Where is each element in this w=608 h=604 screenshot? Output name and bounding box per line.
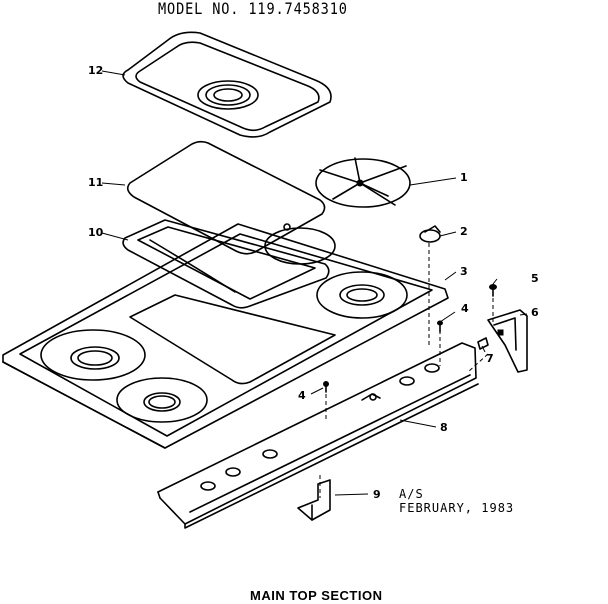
revision-code: A/S (399, 487, 424, 501)
part-8-control-panel (157, 342, 479, 529)
part-9-support-bracket (297, 479, 331, 521)
callout-9: 9 (373, 488, 381, 501)
callout-4-upper: 4 (461, 302, 469, 315)
part-6-bracket (487, 309, 528, 373)
diagram-caption: MAIN TOP SECTION (250, 588, 383, 603)
part-5-screw (489, 284, 497, 297)
callout-5: 5 (531, 272, 539, 285)
callout-3: 3 (460, 265, 468, 278)
part-2-knob (419, 225, 441, 243)
revision-date: FEBRUARY, 1983 (399, 501, 515, 515)
part-1-burner-grate (315, 157, 411, 208)
part-7-clip (477, 337, 489, 350)
part-4-screw-upper (437, 320, 443, 333)
part-3-cooktop (2, 223, 449, 449)
callout-8: 8 (440, 421, 448, 434)
callout-10: 10 (88, 226, 104, 239)
callout-6: 6 (531, 306, 539, 319)
callout-1: 1 (460, 171, 468, 184)
revision-note: A/S FEBRUARY, 1983 (399, 487, 514, 515)
part-4-screw-lower (323, 381, 329, 393)
callout-12: 12 (88, 64, 104, 77)
part-10-lower-tray (122, 219, 330, 309)
callout-11: 11 (88, 176, 104, 189)
callout-7: 7 (486, 352, 494, 365)
part-12-grate-tray (122, 31, 332, 138)
callout-2: 2 (460, 225, 468, 238)
model-number: MODEL NO. 119.7458310 (158, 0, 348, 18)
callout-4-lower: 4 (298, 389, 306, 402)
leader-lines (101, 70, 528, 498)
